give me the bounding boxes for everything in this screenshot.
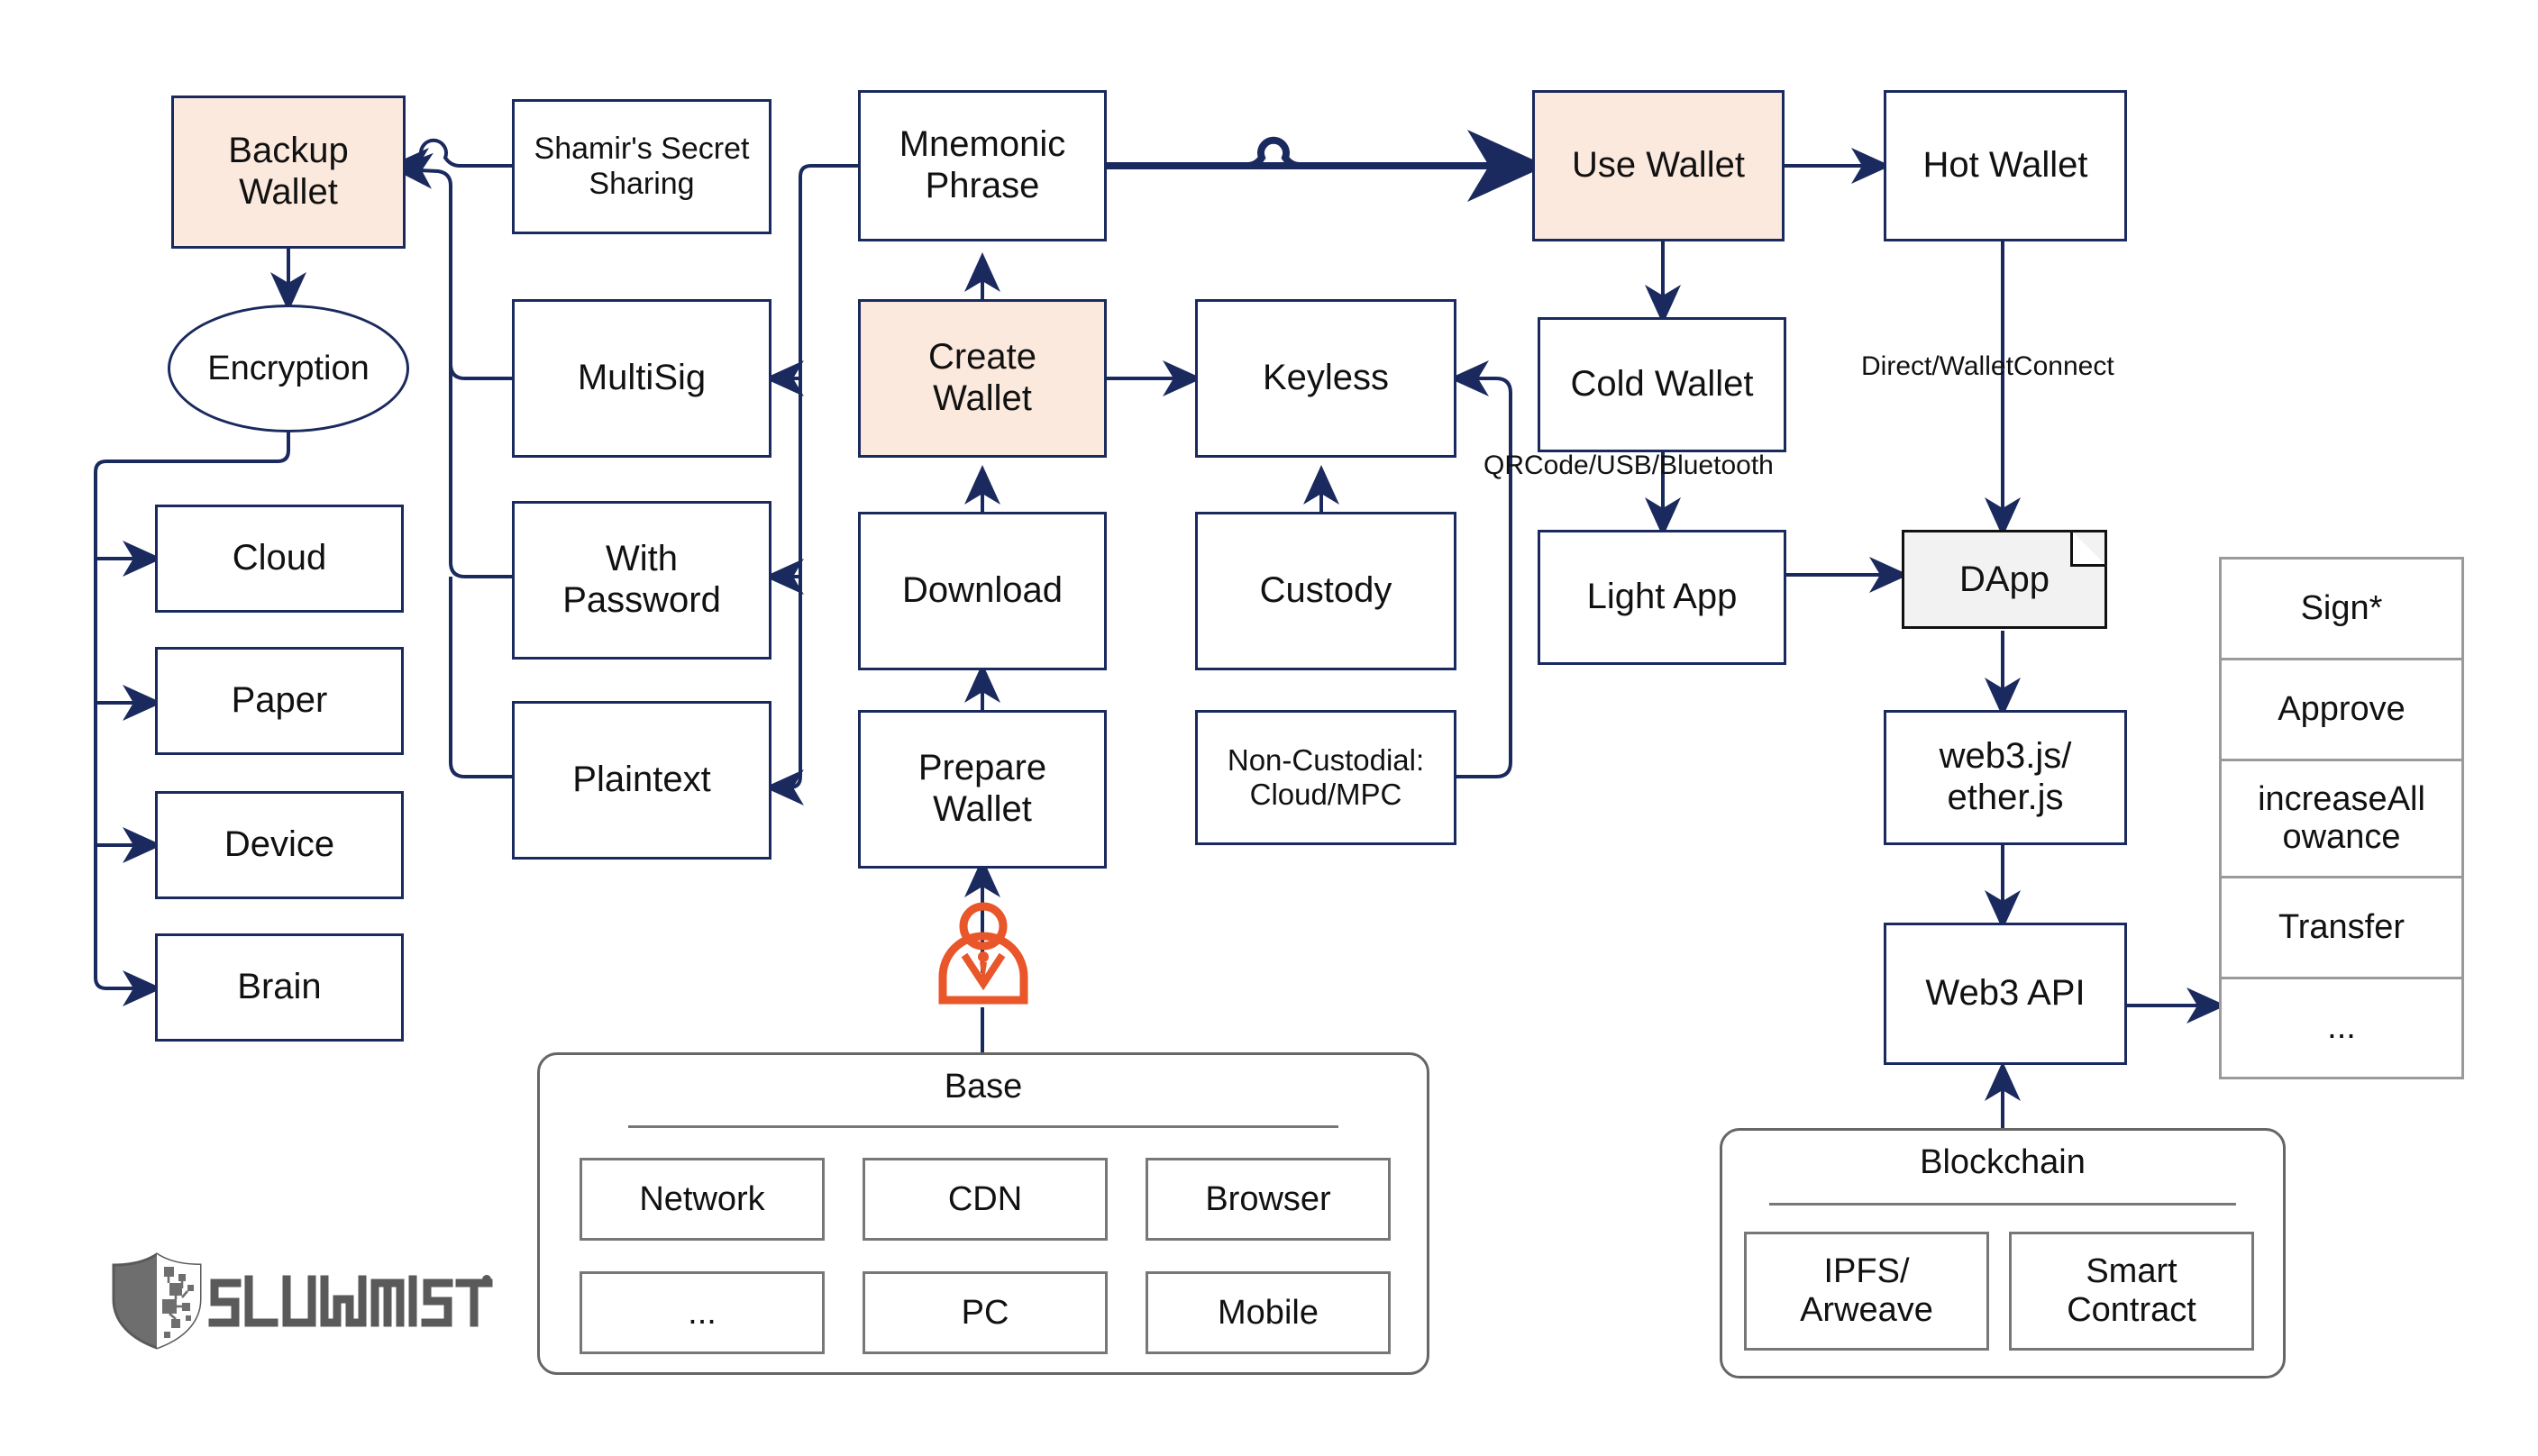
base-cell-cdn[interactable]: CDN [863, 1158, 1108, 1241]
node-label: Create Wallet [927, 337, 1037, 418]
blockchain-cell-ipfs-arweave[interactable]: IPFS/ Arweave [1744, 1232, 1989, 1351]
base-cell-network[interactable]: Network [580, 1158, 825, 1241]
page-fold-corner [2070, 530, 2107, 567]
node-create-wallet[interactable]: Create Wallet [858, 299, 1107, 458]
node-cold-wallet[interactable]: Cold Wallet [1538, 317, 1786, 452]
table-row[interactable]: ... [2327, 1008, 2356, 1047]
node-label: Shamir's Secret Sharing [534, 132, 750, 201]
node-label: Keyless [1262, 358, 1390, 398]
node-cloud[interactable]: Cloud [155, 505, 404, 613]
trademark-dot [482, 1275, 491, 1284]
node-encryption[interactable]: Encryption [168, 305, 409, 432]
table-row[interactable]: Approve [2222, 660, 2461, 761]
edge-label-walletconnect: Direct/WalletConnect [1861, 351, 2114, 381]
node-hot-wallet[interactable]: Hot Wallet [1884, 90, 2127, 241]
table-row[interactable]: Transfer [2222, 878, 2461, 979]
group-base: Base Network CDN Browser ... PC Mobile [537, 1052, 1429, 1375]
node-dapp[interactable]: DApp [1902, 530, 2107, 629]
node-keyless[interactable]: Keyless [1195, 299, 1456, 458]
node-mnemonic-phrase[interactable]: Mnemonic Phrase [858, 90, 1107, 241]
node-label: Brain [237, 967, 322, 1007]
base-cell-mobile[interactable]: Mobile [1146, 1271, 1391, 1354]
slowmist-logo [112, 1252, 493, 1350]
node-multisig[interactable]: MultiSig [512, 299, 771, 458]
node-label: Backup Wallet [228, 131, 349, 212]
node-label: Custody [1259, 570, 1392, 611]
table-row[interactable]: Sign* [2222, 560, 2461, 660]
user-icon [938, 902, 1028, 1005]
node-download[interactable]: Download [858, 512, 1107, 670]
actions-table: Sign* Approve increaseAll owance Transfe… [2219, 557, 2464, 1079]
node-web3js[interactable]: web3.js/ ether.js [1884, 710, 2127, 845]
node-label: Use Wallet [1572, 145, 1745, 186]
node-label: Download [902, 570, 1063, 611]
node-with-password[interactable]: With Password [512, 501, 771, 660]
node-label: DApp [1958, 559, 2050, 599]
node-backup-wallet[interactable]: Backup Wallet [171, 96, 406, 249]
node-label: MultiSig [577, 358, 707, 398]
slowmist-wordmark [208, 1275, 493, 1327]
node-label: Mnemonic Phrase [899, 124, 1066, 205]
table-row[interactable]: increaseAll owance [2222, 761, 2461, 878]
group-base-title: Base [944, 1068, 1023, 1106]
node-prepare-wallet[interactable]: Prepare Wallet [858, 710, 1107, 869]
node-use-wallet[interactable]: Use Wallet [1532, 90, 1785, 241]
node-label: Prepare Wallet [918, 748, 1047, 829]
node-label: Hot Wallet [1922, 145, 2088, 186]
node-paper[interactable]: Paper [155, 647, 404, 755]
node-label: Cold Wallet [1570, 364, 1754, 405]
node-label: With Password [562, 539, 721, 620]
node-label: Web3 API [1925, 973, 2086, 1014]
group-blockchain-title: Blockchain [1920, 1143, 2086, 1181]
node-label: Device [224, 824, 335, 865]
node-shamir-secret-sharing[interactable]: Shamir's Secret Sharing [512, 99, 771, 234]
node-label: Plaintext [572, 760, 711, 800]
node-non-custodial[interactable]: Non-Custodial: Cloud/MPC [1195, 710, 1456, 845]
node-brain[interactable]: Brain [155, 933, 404, 1042]
node-label: web3.js/ ether.js [1939, 736, 2072, 817]
edge-label-qrcode: QRCode/USB/Bluetooth [1484, 450, 1774, 480]
shield-icon [112, 1252, 202, 1350]
base-cell-browser[interactable]: Browser [1146, 1158, 1391, 1241]
node-web3-api[interactable]: Web3 API [1884, 923, 2127, 1065]
node-label: Non-Custodial: Cloud/MPC [1227, 743, 1425, 811]
node-light-app[interactable]: Light App [1538, 530, 1786, 665]
node-device[interactable]: Device [155, 791, 404, 899]
node-label: Paper [231, 680, 328, 721]
base-cell-more[interactable]: ... [580, 1271, 825, 1354]
group-base-divider [628, 1125, 1338, 1128]
group-blockchain-divider [1769, 1203, 2236, 1206]
group-blockchain: Blockchain IPFS/ Arweave Smart Contract [1720, 1128, 2286, 1379]
node-custody[interactable]: Custody [1195, 512, 1456, 670]
node-label: Encryption [207, 349, 370, 387]
node-label: Light App [1586, 577, 1738, 617]
blockchain-cell-smart-contract[interactable]: Smart Contract [2009, 1232, 2254, 1351]
base-cell-pc[interactable]: PC [863, 1271, 1108, 1354]
node-plaintext[interactable]: Plaintext [512, 701, 771, 860]
node-label: Cloud [232, 538, 327, 578]
